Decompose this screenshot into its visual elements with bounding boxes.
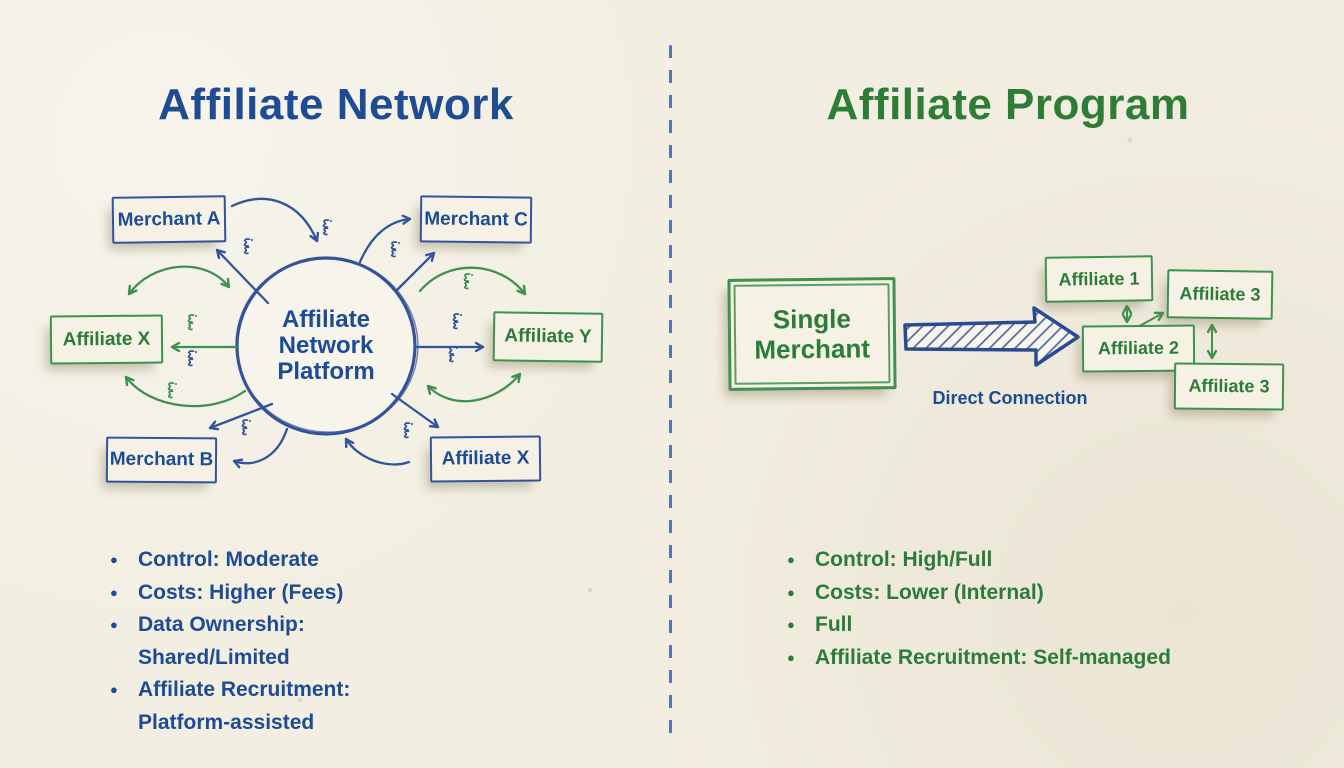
platform-label-line: Network (278, 332, 374, 359)
left-panel-title: Affiliate Network (158, 80, 514, 129)
node-affiliate-x-left: Affiliate X (49, 314, 164, 365)
arrow-affiliate-y-platform-double (426, 372, 522, 403)
scroll-doodle-icon (390, 241, 401, 258)
scroll-doodle-icon (403, 422, 414, 439)
bullet-item: Affiliate Recruitment: Platform-assisted (108, 674, 448, 739)
bullet-item: Data Ownership: Shared/Limited (108, 609, 448, 674)
arrow-platform-to-merchant-c (394, 251, 436, 293)
merchant-label-line: Single (772, 303, 851, 335)
node-label: Merchant B (109, 448, 214, 471)
node-affiliate-1: Affiliate 1 (1044, 255, 1154, 303)
arrow-platform-to-merchant-a (215, 248, 270, 305)
bullet-item: Control: Moderate (108, 544, 448, 577)
node-merchant-a: Merchant A (111, 195, 227, 244)
arrow-curve-to-merchant-b (232, 427, 289, 469)
arrow-platform-to-merchant-b (208, 402, 274, 431)
node-label: Affiliate 2 (1097, 337, 1180, 359)
scroll-doodle-icon (167, 382, 178, 399)
node-affiliate-x-bottom: Affiliate X (429, 435, 542, 483)
node-merchant-b: Merchant B (105, 436, 218, 484)
right-panel-title: Affiliate Program (826, 80, 1190, 129)
node-affiliate-y: Affiliate Y (492, 311, 604, 363)
platform-label-line: Affiliate (281, 306, 370, 333)
panel-divider (669, 45, 672, 735)
scroll-doodle-icon (448, 346, 459, 363)
direct-connection-label: Direct Connection (932, 388, 1088, 408)
node-label: Affiliate 3 (1179, 283, 1261, 305)
node-label: Affiliate 3 (1188, 375, 1270, 397)
node-label: Merchant C (424, 207, 528, 231)
bullet-item: Costs: Lower (Internal) (785, 577, 1275, 610)
arrow-curve-to-affiliate-y (418, 266, 527, 296)
right-feature-list: Control: High/Full Costs: Lower (Interna… (785, 544, 1275, 674)
node-affiliate-3-top: Affiliate 3 (1166, 269, 1274, 320)
scroll-doodle-icon (322, 219, 333, 236)
arrow-platform-to-affiliate-x-bottom (390, 392, 440, 429)
arrow-curve-to-affiliate-x (124, 375, 247, 408)
scroll-doodle-icon (187, 314, 198, 331)
node-merchant-c: Merchant C (419, 195, 533, 244)
bullet-item: Affiliate Recruitment: Self-managed (785, 642, 1275, 675)
direct-connection-arrow (903, 306, 1080, 367)
node-single-merchant: Single Merchant (727, 277, 897, 391)
bullet-item: Full (785, 609, 1275, 642)
scroll-doodle-icon (243, 238, 254, 255)
node-label: Affiliate X (62, 328, 151, 350)
platform-label-line: Platform (277, 358, 375, 385)
node-affiliate-3-bottom: Affiliate 3 (1173, 362, 1285, 411)
arrow-affiliate-x-bottom-to-platform (344, 437, 411, 466)
scroll-doodle-icon (187, 350, 198, 367)
node-affiliate-network-platform: Affiliate Network Platform (241, 307, 411, 385)
node-label: Affiliate Y (504, 325, 592, 348)
left-feature-list: Control: Moderate Costs: Higher (Fees) D… (108, 544, 468, 739)
scroll-doodle-icon (452, 313, 463, 330)
bullet-item: Control: High/Full (785, 544, 1275, 577)
arrow-platform-to-merchant-c-curve (358, 214, 412, 264)
scroll-doodle-icon (241, 419, 252, 436)
merchant-label-line: Merchant (754, 333, 871, 365)
arrow-affiliate-x-platform-double (127, 265, 231, 296)
node-label: Affiliate X (441, 447, 530, 470)
node-label: Affiliate 1 (1058, 267, 1140, 290)
bullet-item: Costs: Higher (Fees) (108, 577, 448, 610)
arrow-merchant-a-to-platform (230, 197, 320, 243)
node-label: Merchant A (117, 207, 221, 231)
scroll-doodle-icon (463, 273, 474, 290)
